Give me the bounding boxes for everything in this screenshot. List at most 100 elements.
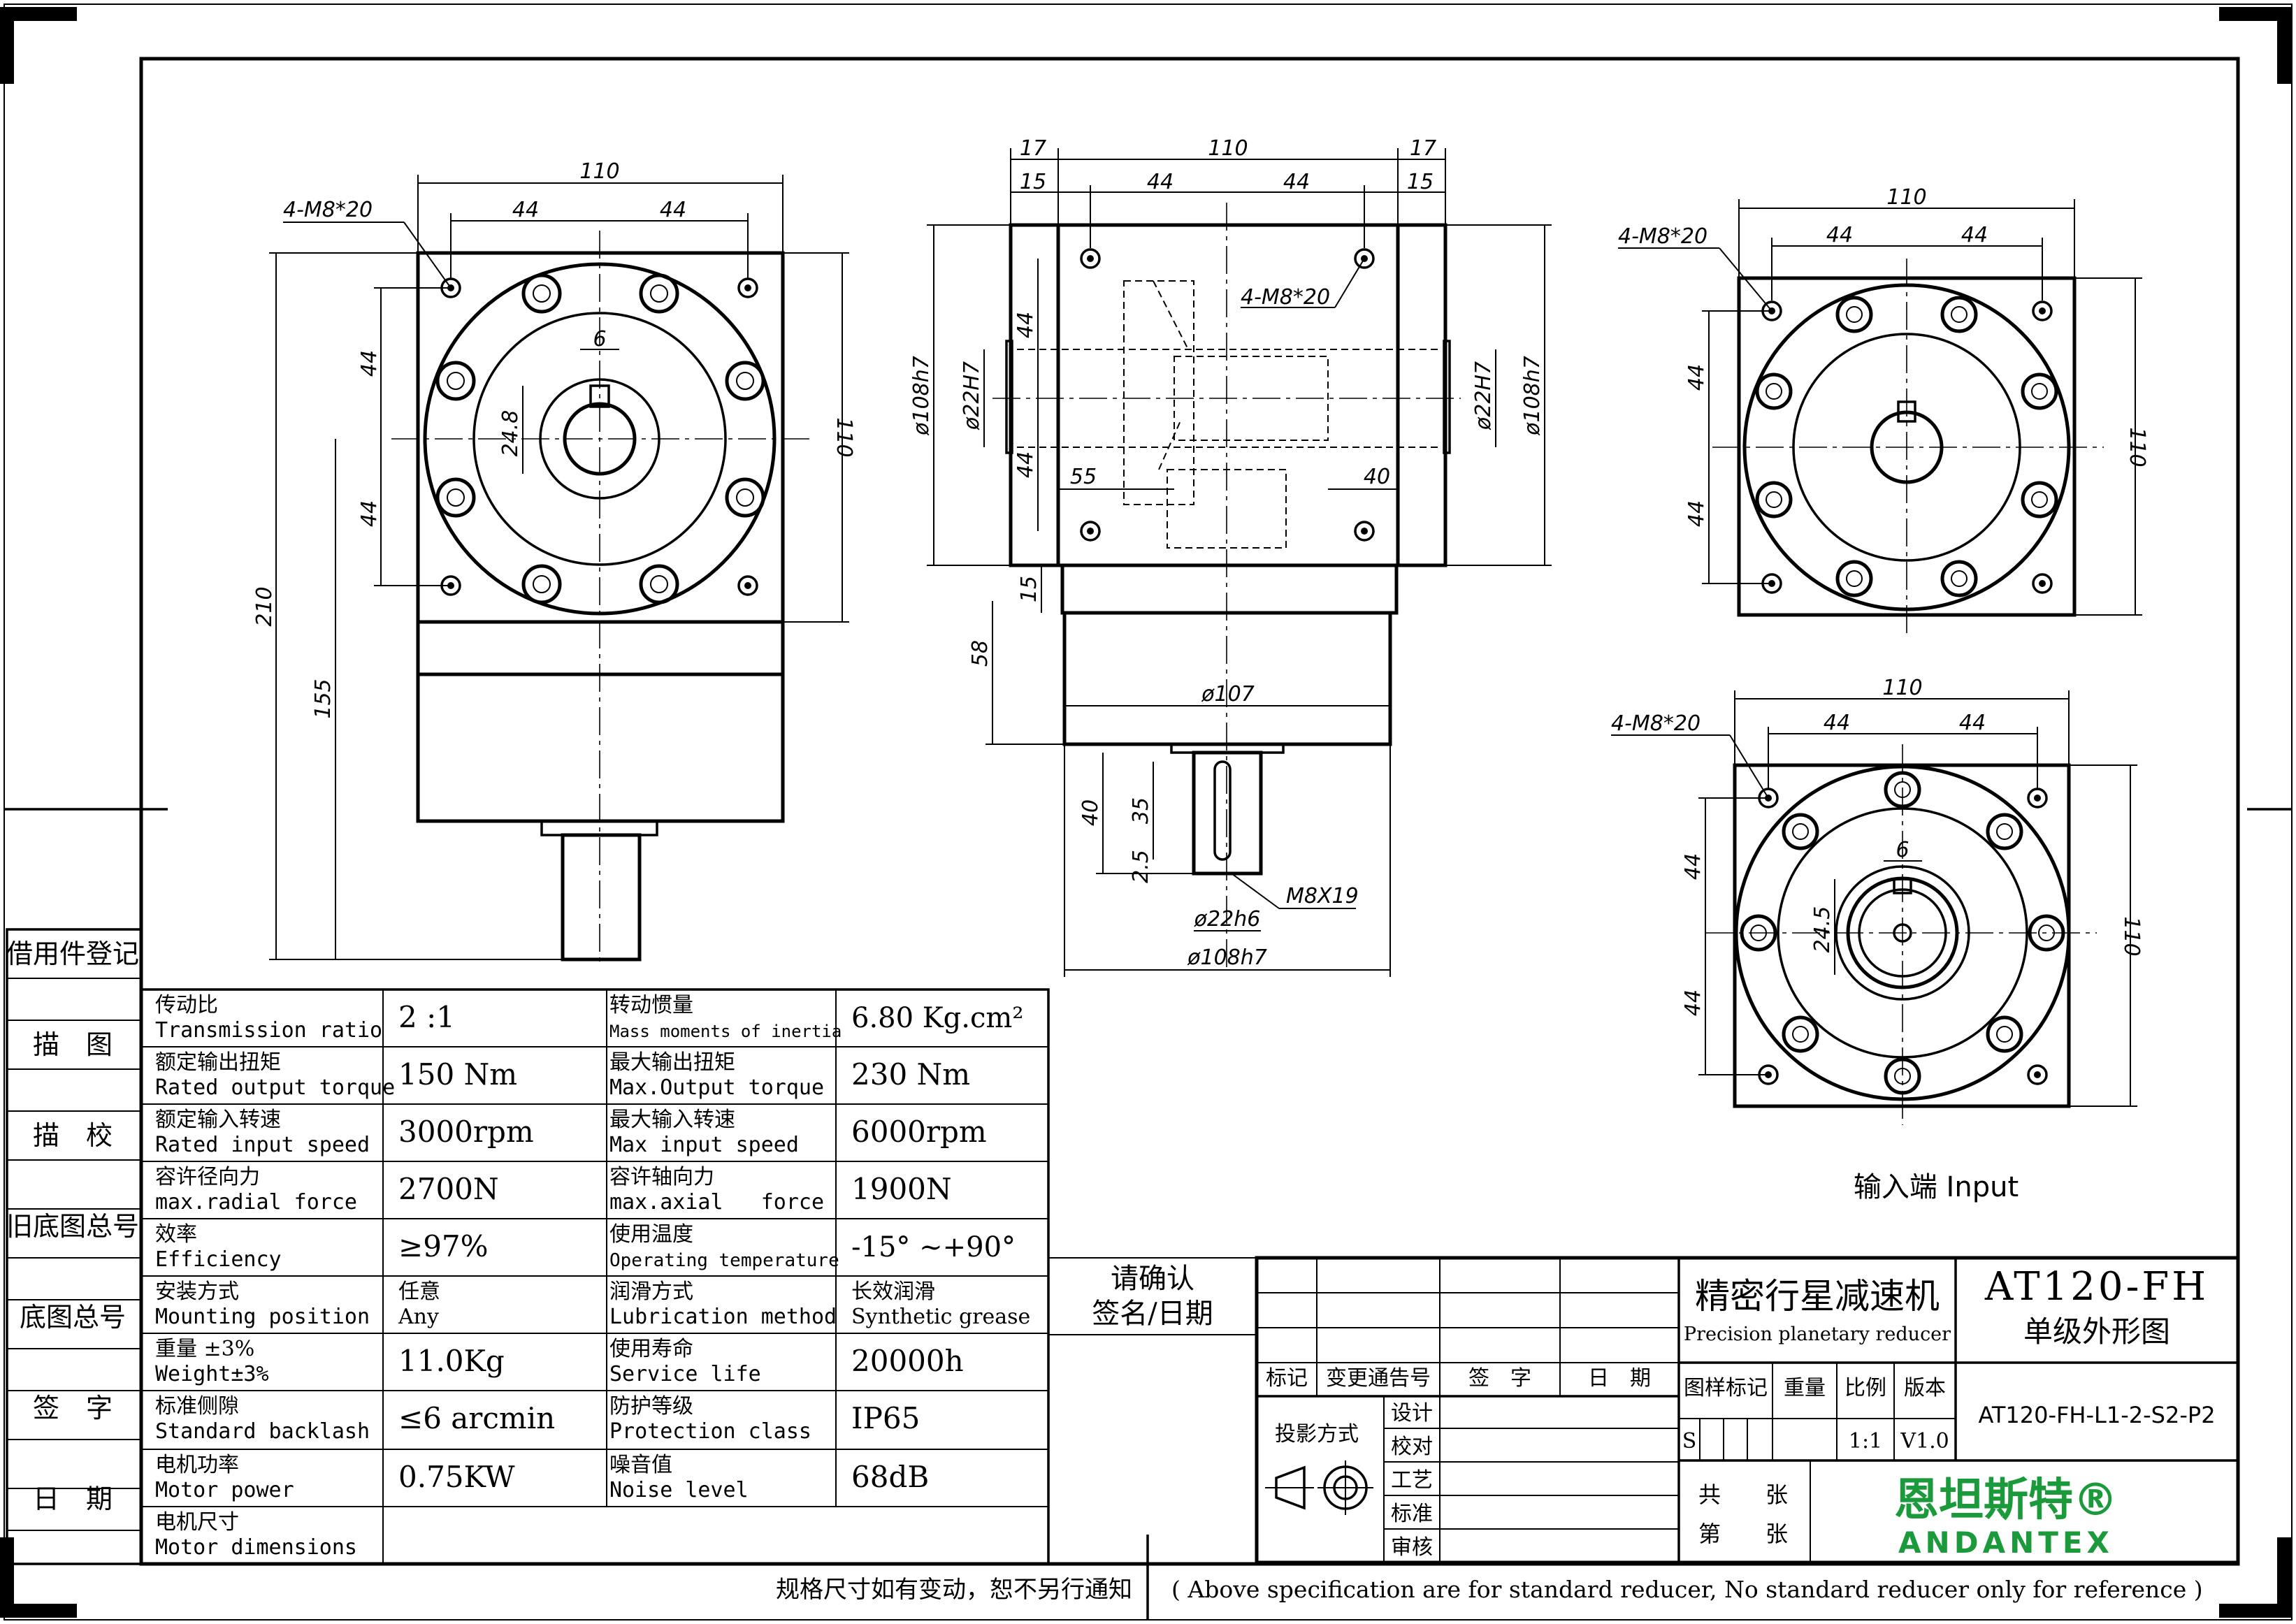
- mid-dim-58: 58: [968, 640, 992, 667]
- spec-1-val2: 230 Nm: [851, 1057, 970, 1092]
- spec-5-cn2: 润滑方式: [609, 1279, 693, 1304]
- spec-8-en: Motor power: [155, 1478, 294, 1502]
- mid-dim-40: 40: [1364, 465, 1390, 489]
- rev-header-mark: 标记: [1266, 1366, 1308, 1391]
- spec-6-cn2: 使用寿命: [609, 1337, 693, 1361]
- title-block: 标记 变更通告号 签 字 日 期 投影方式 设计 校对 工艺 标准 审核 精密行…: [1255, 1256, 2240, 1565]
- spec-2-cn: 额定输入转速: [155, 1108, 281, 1132]
- mid-thread: M8X19: [1286, 884, 1359, 908]
- spec-8-en2: Noise level: [609, 1478, 749, 1502]
- role-standard: 标准: [1391, 1502, 1433, 1526]
- drawing-frame: [0, 3, 2293, 1621]
- spec-0-cn2: 转动惯量: [609, 993, 693, 1017]
- rev-header-notice: 变更通告号: [1326, 1366, 1431, 1391]
- mid-dim-25: 2.5: [1129, 850, 1153, 883]
- left-dim-half-b: 44: [660, 198, 686, 222]
- spec-9-cn: 电机尺寸: [155, 1510, 239, 1535]
- margin-label-5: 签 字: [33, 1393, 113, 1423]
- role-review: 审核: [1391, 1535, 1433, 1560]
- spec-4-cn2: 使用温度: [609, 1222, 693, 1247]
- spec-6-en2: Service life: [609, 1362, 761, 1386]
- rb-dim-half-b: 44: [1959, 711, 1986, 735]
- scale-value: 1:1: [1849, 1429, 1882, 1453]
- spec-6-val2: 20000h: [851, 1344, 964, 1378]
- spec-7-en2: Protection class: [609, 1419, 811, 1444]
- view-left-output-face: 110 44 44 4-M8*20 6 24.8 44 44 110 210 1…: [252, 159, 856, 964]
- view-right-top: 110 44 44 4-M8*20 44 44 110: [1618, 185, 2149, 636]
- spec-8-cn: 电机功率: [155, 1453, 239, 1477]
- mid-dim-half-b: 44: [1283, 170, 1310, 194]
- spec-2-val: 3000rpm: [398, 1115, 534, 1149]
- spec-5-cn: 安装方式: [155, 1279, 239, 1304]
- spec-3-val2: 1900N: [851, 1172, 952, 1206]
- confirm-line1: 请确认: [1111, 1263, 1194, 1295]
- first-angle-projection-icon: [1265, 1460, 1373, 1515]
- rt-bolt-callout: 4-M8*20: [1618, 224, 1707, 249]
- projection-label: 投影方式: [1275, 1422, 1359, 1447]
- mid-dim-35: 35: [1129, 797, 1153, 824]
- left-dim-total: 210: [252, 586, 277, 626]
- rb-dim-v-upper: 44: [1681, 853, 1705, 880]
- footer-cn: 规格尺寸如有变动，恕不另行通知: [776, 1576, 1132, 1604]
- rt-dim-height: 110: [2125, 427, 2149, 467]
- left-dim-half-a: 44: [512, 198, 539, 222]
- mid-dim-left-dia: ø108h7: [909, 356, 934, 436]
- margin-label-2: 描 校: [33, 1120, 113, 1151]
- rt-dim-v-lower: 44: [1684, 500, 1709, 527]
- spec-5-en: Mounting position: [155, 1305, 370, 1329]
- mid-dim-55: 55: [1070, 465, 1097, 489]
- spec-4-en2: Operating temperature: [609, 1250, 839, 1271]
- spec-5-en2: Lubrication method: [609, 1305, 837, 1329]
- part-number: AT120-FH-L1-2-S2-P2: [1978, 1402, 2215, 1428]
- left-dim-shaft-height: 24.8: [498, 410, 523, 457]
- spec-2-en: Rated input speed: [155, 1133, 370, 1157]
- margin-label-6: 日 期: [33, 1484, 113, 1514]
- rb-dim-half-a: 44: [1824, 711, 1850, 735]
- spec-0-cn: 传动比: [155, 993, 218, 1017]
- spec-table: 传动比 Transmission ratio 2 :1 转动惯量 Mass mo…: [140, 988, 1050, 1565]
- confirm-line2: 签名/日期: [1092, 1298, 1213, 1330]
- mid-dim-v-lower: 44: [1013, 451, 1038, 478]
- role-design: 设计: [1391, 1401, 1433, 1426]
- footer-en: ( Above specification are for standard r…: [1171, 1576, 2203, 1603]
- mid-dim-right-inner: 15: [1407, 170, 1434, 194]
- role-process: 工艺: [1391, 1468, 1433, 1493]
- left-dim-v-upper: 44: [357, 350, 382, 377]
- brand-cn: 恩坦斯特®: [1894, 1474, 2118, 1526]
- spec-7-val: ≤6 arcmin: [398, 1401, 555, 1435]
- spec-3-cn2: 容许轴向力: [609, 1165, 714, 1189]
- role-check: 校对: [1391, 1435, 1433, 1459]
- rt-dim-width: 110: [1886, 185, 1926, 210]
- spec-4-cn: 效率: [155, 1222, 197, 1247]
- spec-3-en: max.radial force: [155, 1190, 357, 1215]
- spec-4-en: Efficiency: [155, 1247, 282, 1272]
- rb-dim-width: 110: [1882, 676, 1922, 700]
- mid-dim-left-flange: 17: [1020, 136, 1046, 161]
- view-right-bottom-input: 110 44 44 4-M8*20 6 24.5 44 44 110 输入端 I…: [1611, 676, 2144, 1203]
- rev-header-sign: 签 字: [1468, 1366, 1531, 1391]
- mid-dim-left-inner: 15: [1020, 170, 1046, 194]
- margin-label-0: 借用件登记: [6, 938, 139, 969]
- spec-4-val2: -15° ~+90°: [851, 1231, 1016, 1263]
- spec-3-cn: 容许径向力: [155, 1165, 260, 1189]
- left-bolt-callout: 4-M8*20: [283, 198, 373, 222]
- spec-6-cn: 重量 ±3%: [155, 1337, 254, 1361]
- meta-weight: 重量: [1784, 1376, 1826, 1400]
- mid-dim-40b: 40: [1078, 799, 1103, 826]
- left-dim-key: 6: [593, 327, 606, 351]
- rev-header-date: 日 期: [1588, 1366, 1651, 1391]
- spec-5-val2-cn: 长效润滑: [851, 1279, 935, 1304]
- sheet-number: 第 张: [1698, 1521, 1788, 1547]
- spec-3-en2: max.axial force: [609, 1190, 824, 1215]
- spec-5-val-cn: 任意: [398, 1279, 440, 1304]
- spec-0-en: Transmission ratio: [155, 1018, 382, 1043]
- spec-4-val: ≥97%: [398, 1229, 489, 1263]
- left-dim-lower: 155: [311, 679, 335, 718]
- mid-dim-right-shaft: ø22H7: [1471, 361, 1496, 430]
- mid-dim-right-dia: ø108h7: [1520, 356, 1545, 436]
- spec-6-en: Weight±3%: [155, 1362, 269, 1386]
- mid-bolt-callout: 4-M8*20: [1241, 285, 1330, 310]
- spec-1-cn: 额定输出扭矩: [155, 1050, 281, 1075]
